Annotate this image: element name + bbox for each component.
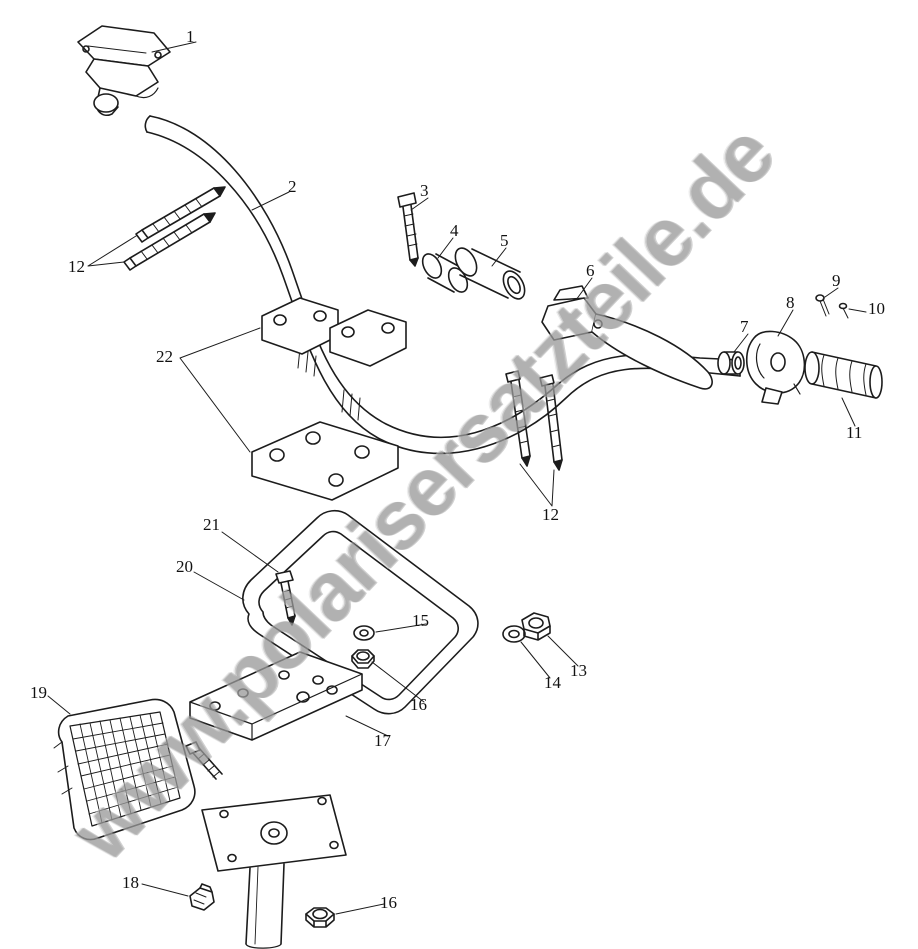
part-label-13: 13 (570, 661, 587, 680)
part-bolt-3 (397, 192, 419, 267)
part-label-8: 8 (786, 293, 795, 312)
part-headlight (53, 698, 196, 841)
part-grip (804, 351, 883, 399)
part-clip (189, 883, 215, 911)
part-screw-10 (838, 302, 849, 319)
part-master-cylinder (77, 25, 171, 117)
part-clamp-plate (251, 421, 399, 501)
part-label-9: 9 (832, 271, 841, 290)
part-brake-lever (541, 285, 713, 390)
part-bushing (717, 351, 745, 375)
part-nut-16b (305, 907, 335, 928)
part-throttle-sleeve (454, 247, 526, 300)
part-label-5: 5 (500, 231, 509, 250)
part-nut-16 (351, 649, 375, 669)
part-handlebar-clamps (261, 297, 407, 367)
part-washer-14 (502, 625, 526, 643)
part-label-12a: 12 (68, 257, 85, 276)
part-headlight-frame (242, 509, 479, 715)
part-label-4: 4 (450, 221, 459, 240)
part-bolt-21 (275, 570, 296, 626)
part-switch-housing (745, 330, 806, 405)
part-label-11: 11 (846, 423, 863, 442)
part-label-16a: 16 (410, 695, 427, 714)
part-label-10: 10 (868, 299, 885, 318)
part-label-12b: 12 (542, 505, 559, 524)
part-label-14: 14 (544, 673, 561, 692)
part-label-22: 22 (156, 347, 173, 366)
part-bracket (189, 651, 363, 741)
part-label-20: 20 (176, 557, 193, 576)
part-label-15: 15 (412, 611, 429, 630)
part-nut-13 (521, 612, 551, 641)
part-adjuster-screw (185, 741, 223, 780)
part-handlebar (144, 115, 741, 455)
leader-lines (47, 41, 867, 915)
part-bolts-12-left (123, 186, 226, 271)
part-label-6: 6 (586, 261, 595, 280)
part-label-16b: 16 (380, 893, 397, 912)
part-washer-15 (353, 625, 375, 641)
part-label-17: 17 (374, 731, 391, 750)
part-label-21: 21 (203, 515, 220, 534)
part-label-19: 19 (30, 683, 47, 702)
part-label-1: 1 (186, 27, 195, 46)
part-throttle-block (421, 253, 469, 293)
part-label-2: 2 (288, 177, 297, 196)
part-label-18: 18 (122, 873, 139, 892)
part-screw-9 (815, 294, 830, 317)
part-mount-plate (201, 794, 347, 949)
part-bolts-12-middle (505, 370, 563, 471)
part-label-3: 3 (420, 181, 429, 200)
part-label-7: 7 (740, 317, 749, 336)
